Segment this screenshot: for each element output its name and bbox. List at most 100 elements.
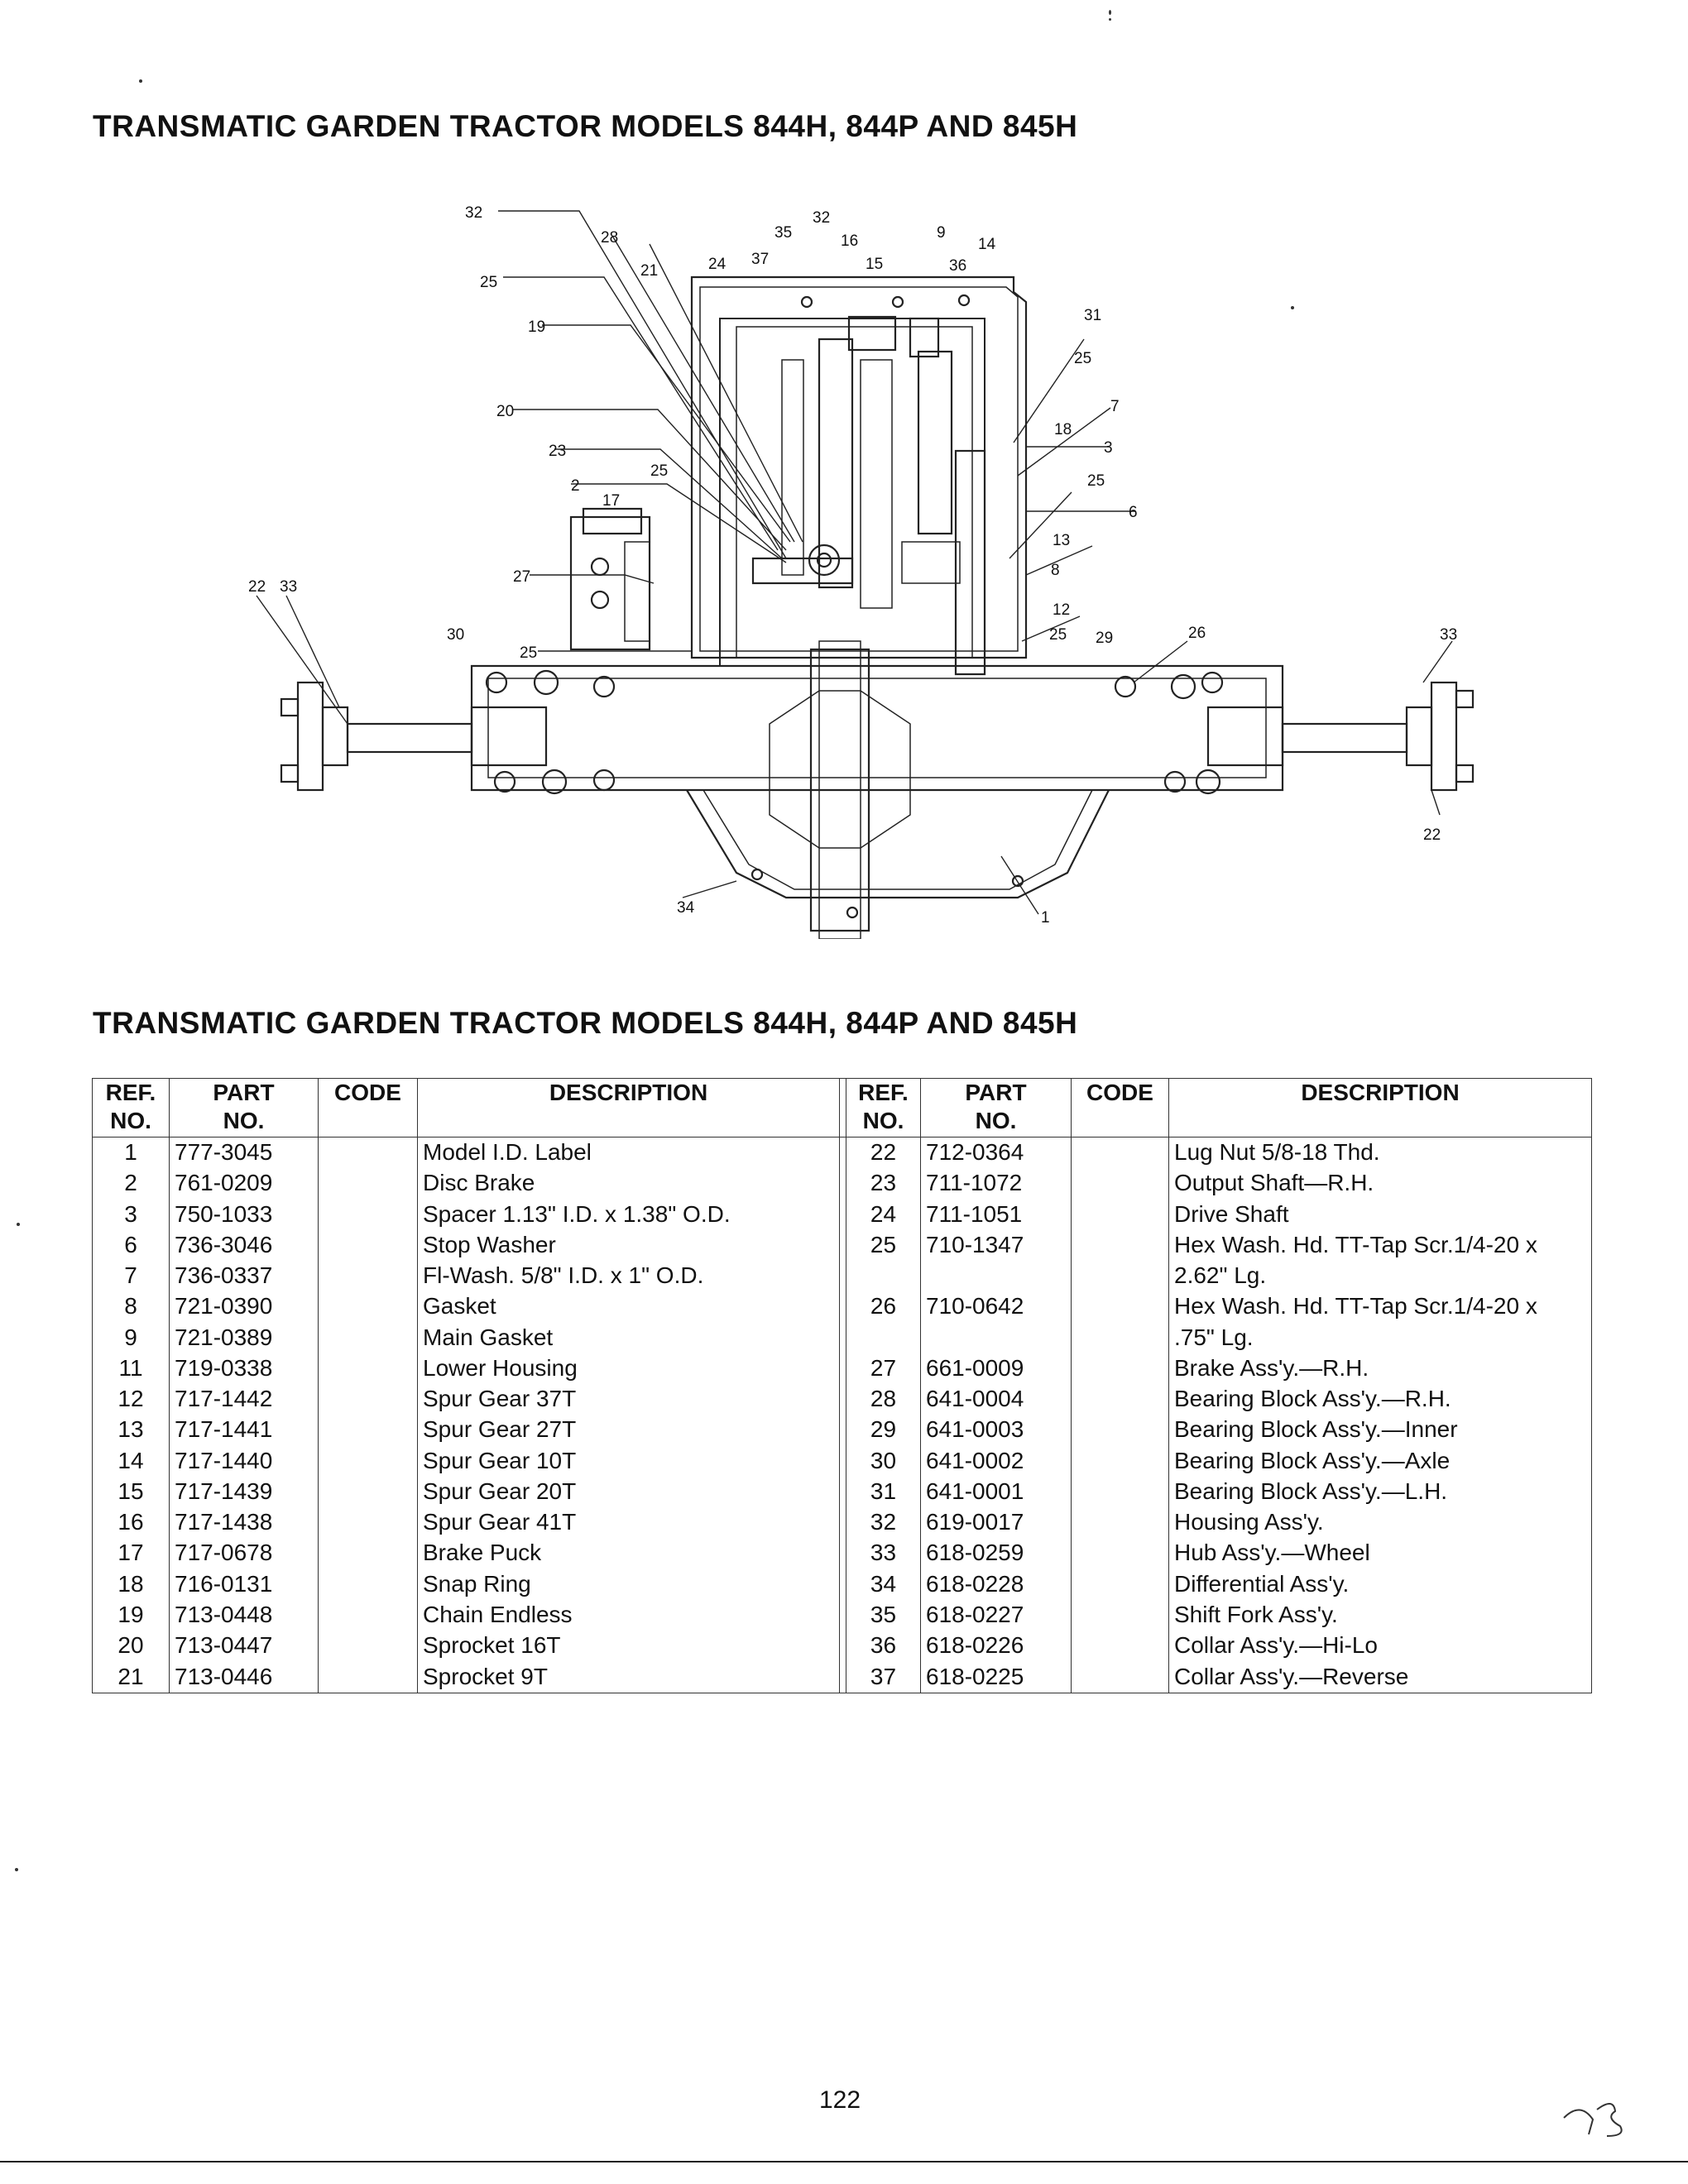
ref-no-cell: 7 — [92, 1261, 170, 1292]
description-cell: Chain Endless — [417, 1600, 840, 1631]
part-no-cell: 717-1440 — [169, 1445, 319, 1477]
ref-no-cell: 11 — [92, 1353, 170, 1385]
ref-no-cell: 1 — [92, 1137, 170, 1169]
code-cell — [318, 1507, 418, 1539]
callout: 17 — [602, 492, 620, 510]
code-cell — [1071, 1261, 1169, 1292]
callout: 34 — [677, 899, 695, 917]
callout: 26 — [1188, 625, 1206, 642]
ref-no-cell: 13 — [92, 1415, 170, 1446]
code-cell — [318, 1199, 418, 1230]
part-no-cell: 713-0448 — [169, 1600, 319, 1631]
column-gap — [839, 1600, 846, 1631]
ref-no-cell: 17 — [92, 1538, 170, 1569]
page-number: 122 — [819, 2086, 861, 2114]
column-gap — [839, 1415, 846, 1446]
callout: 22 — [248, 578, 266, 596]
ref-no-cell: 33 — [846, 1538, 921, 1569]
ref-no-cell: 26 — [846, 1291, 921, 1323]
description-cell: Sprocket 16T — [417, 1631, 840, 1662]
code-cell — [1071, 1415, 1169, 1446]
col-ref-no: REF.NO. — [846, 1078, 921, 1138]
col-description: DESCRIPTION — [1168, 1078, 1592, 1138]
description-cell: Collar Ass'y.—Reverse — [1168, 1661, 1592, 1693]
description-cell: Bearing Block Ass'y.—L.H. — [1168, 1476, 1592, 1508]
column-gap — [839, 1661, 846, 1693]
description-cell: Sprocket 9T — [417, 1661, 840, 1693]
column-gap — [839, 1199, 846, 1230]
code-cell — [318, 1600, 418, 1631]
part-no-cell: 713-0447 — [169, 1631, 319, 1662]
code-cell — [318, 1261, 418, 1292]
ref-no-cell: 14 — [92, 1445, 170, 1477]
part-no-cell: 710-0642 — [920, 1291, 1072, 1323]
column-gap — [839, 1631, 846, 1662]
description-cell: Drive Shaft — [1168, 1199, 1592, 1230]
part-no-cell: 716-0131 — [169, 1569, 319, 1600]
part-no-cell — [920, 1261, 1072, 1292]
description-cell: Spur Gear 10T — [417, 1445, 840, 1477]
code-cell — [1071, 1661, 1169, 1693]
callout: 37 — [751, 251, 769, 268]
part-no-cell: 618-0226 — [920, 1631, 1072, 1662]
part-no-cell: 618-0228 — [920, 1569, 1072, 1600]
callout: 2 — [571, 477, 580, 495]
callout: 32 — [813, 209, 830, 227]
ref-no-cell: 28 — [846, 1384, 921, 1415]
description-cell: Spur Gear 37T — [417, 1384, 840, 1415]
callout-numbers: 32 28 35 32 16 9 14 21 24 37 15 36 25 19… — [248, 204, 1457, 927]
ref-no-cell: 31 — [846, 1476, 921, 1508]
code-cell — [318, 1569, 418, 1600]
code-cell — [318, 1476, 418, 1508]
ref-no-cell: 15 — [92, 1476, 170, 1508]
part-no-cell: 750-1033 — [169, 1199, 319, 1230]
description-cell: Spur Gear 27T — [417, 1415, 840, 1446]
ref-no-cell: 30 — [846, 1445, 921, 1477]
description-cell: Lug Nut 5/8-18 Thd. — [1168, 1137, 1592, 1169]
callout: 22 — [1423, 826, 1441, 844]
code-cell — [1071, 1600, 1169, 1631]
callout: 12 — [1053, 601, 1070, 619]
code-cell — [1071, 1476, 1169, 1508]
code-cell — [318, 1229, 418, 1262]
description-cell: Bearing Block Ass'y.—Inner — [1168, 1415, 1592, 1446]
callout: 30 — [447, 626, 464, 644]
ref-no-cell: 22 — [846, 1137, 921, 1169]
callout: 19 — [528, 318, 545, 336]
column-gap — [839, 1229, 846, 1262]
part-no-cell — [920, 1322, 1072, 1353]
page-title: TRANSMATIC GARDEN TRACTOR MODELS 844H, 8… — [93, 109, 1078, 143]
table-title: TRANSMATIC GARDEN TRACTOR MODELS 844H, 8… — [93, 1006, 1078, 1040]
callout: 25 — [650, 462, 668, 480]
callout: 15 — [866, 256, 883, 273]
code-cell — [318, 1291, 418, 1323]
part-no-cell: 711-1051 — [920, 1199, 1072, 1230]
code-cell — [1071, 1168, 1169, 1200]
callout: 6 — [1129, 504, 1138, 521]
col-description: DESCRIPTION — [417, 1078, 840, 1138]
code-cell — [318, 1168, 418, 1200]
description-cell: Spur Gear 41T — [417, 1507, 840, 1539]
ref-no-cell: 24 — [846, 1199, 921, 1230]
col-code: CODE — [318, 1078, 418, 1138]
callout: 33 — [1440, 626, 1457, 644]
column-gap — [839, 1137, 846, 1169]
part-no-cell: 777-3045 — [169, 1137, 319, 1169]
column-gap — [839, 1476, 846, 1508]
part-no-cell: 717-1442 — [169, 1384, 319, 1415]
column-gap — [839, 1353, 846, 1385]
description-cell: Spur Gear 20T — [417, 1476, 840, 1508]
scan-speck — [1109, 10, 1111, 15]
handwritten-mark — [1563, 2103, 1623, 2137]
callout: 27 — [513, 568, 530, 586]
ref-no-cell: 18 — [92, 1569, 170, 1600]
callout: 7 — [1110, 398, 1120, 415]
column-gap — [839, 1261, 846, 1292]
